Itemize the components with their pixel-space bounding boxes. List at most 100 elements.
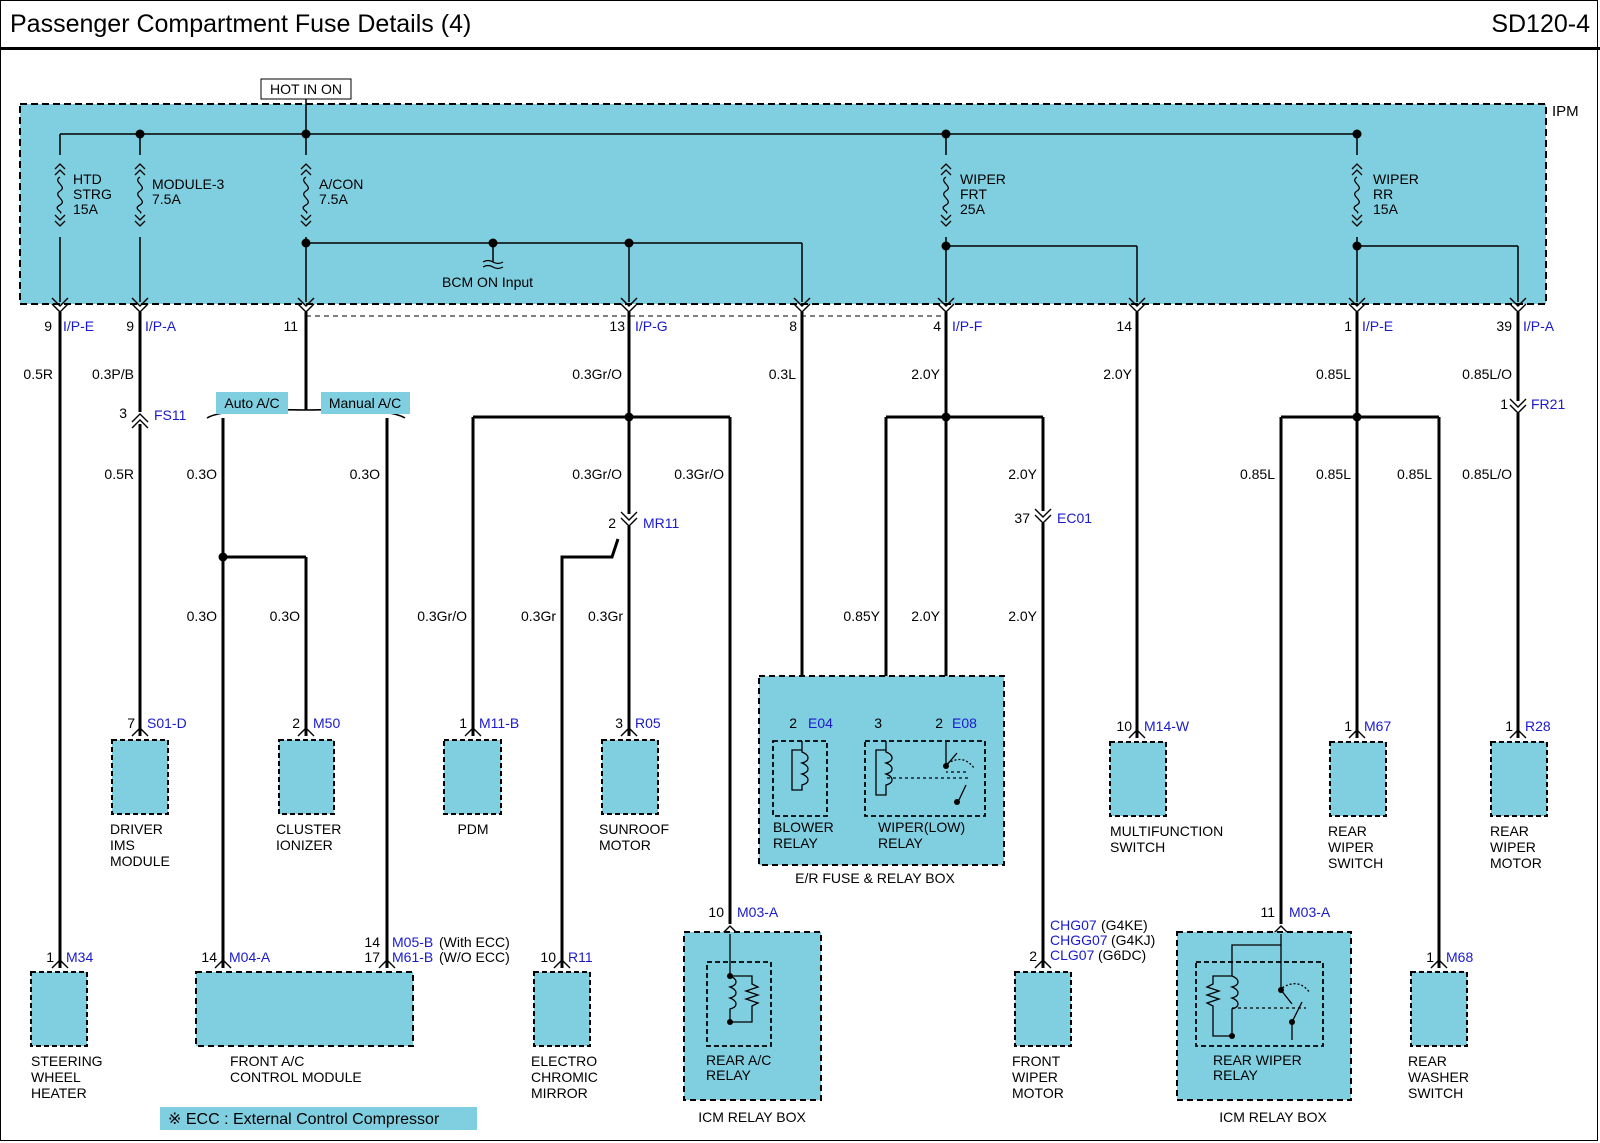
svg-text:REAR: REAR xyxy=(1490,823,1529,839)
hot-in-on-label: HOT IN ON xyxy=(270,81,342,97)
svg-text:0.3Gr/O: 0.3Gr/O xyxy=(674,466,724,482)
svg-text:14: 14 xyxy=(1116,318,1132,334)
svg-text:13: 13 xyxy=(609,318,625,334)
wire-labels: 0.5R 0.3P/B 0.3Gr/O 0.3L 2.0Y 2.0Y 0.85L… xyxy=(23,366,1512,624)
svg-text:2: 2 xyxy=(935,715,943,731)
inline-connector-chevrons xyxy=(131,398,1527,527)
svg-text:BLOWER: BLOWER xyxy=(773,819,834,835)
svg-text:WIPER: WIPER xyxy=(1012,1069,1058,1085)
svg-text:Manual A/C: Manual A/C xyxy=(329,395,401,411)
svg-text:IMS: IMS xyxy=(110,837,135,853)
svg-text:1: 1 xyxy=(1344,718,1352,734)
svg-text:0.3O: 0.3O xyxy=(187,466,217,482)
svg-text:10: 10 xyxy=(708,904,724,920)
wiper-low-relay xyxy=(864,740,986,817)
svg-text:2.0Y: 2.0Y xyxy=(911,608,940,624)
svg-text:M50: M50 xyxy=(313,715,340,731)
svg-text:WIPER: WIPER xyxy=(1373,171,1419,187)
svg-text:0.85L/O: 0.85L/O xyxy=(1462,366,1512,382)
svg-text:IONIZER: IONIZER xyxy=(276,837,333,853)
svg-text:9: 9 xyxy=(44,318,52,334)
page-title: Passenger Compartment Fuse Details (4) xyxy=(10,10,472,38)
svg-text:RELAY: RELAY xyxy=(1213,1067,1259,1083)
option-auto-ac: Auto A/C xyxy=(216,392,288,414)
svg-text:MOTOR: MOTOR xyxy=(1012,1085,1064,1101)
svg-text:(With ECC): (With ECC) xyxy=(439,934,510,950)
svg-text:0.3Gr: 0.3Gr xyxy=(521,608,556,624)
svg-text:M14-W: M14-W xyxy=(1144,718,1190,734)
svg-text:HEATER: HEATER xyxy=(31,1085,87,1101)
svg-text:CHGG07: CHGG07 xyxy=(1050,932,1108,948)
svg-text:M05-B: M05-B xyxy=(392,934,433,950)
svg-text:2: 2 xyxy=(608,515,616,531)
svg-text:MODULE: MODULE xyxy=(110,853,170,869)
svg-text:1: 1 xyxy=(459,715,467,731)
svg-text:※ ECC : External Control Compr: ※ ECC : External Control Compressor xyxy=(168,1111,440,1128)
icm-relay-box-rear-wiper: 11 M03-A REAR WIPER RELAY ICM RELAY BOX xyxy=(1176,904,1352,1125)
svg-text:STRG: STRG xyxy=(73,186,112,202)
bcm-on-input-label: BCM ON Input xyxy=(442,274,533,290)
svg-text:RELAY: RELAY xyxy=(706,1067,752,1083)
sunroof-motor: 3 R05 SUNROOF MOTOR xyxy=(599,715,669,853)
svg-text:MODULE-3: MODULE-3 xyxy=(152,176,225,192)
svg-text:A/CON: A/CON xyxy=(319,176,363,192)
svg-text:RELAY: RELAY xyxy=(773,835,819,851)
svg-text:2.0Y: 2.0Y xyxy=(1008,608,1037,624)
svg-text:M11-B: M11-B xyxy=(479,715,519,731)
svg-text:3: 3 xyxy=(874,715,882,731)
svg-text:1: 1 xyxy=(1505,718,1513,734)
driver-ims-module: 7 S01-D DRIVER IMS MODULE xyxy=(110,715,187,869)
svg-text:M04-A: M04-A xyxy=(229,949,271,965)
svg-text:3: 3 xyxy=(615,715,623,731)
svg-text:0.85L: 0.85L xyxy=(1397,466,1432,482)
svg-text:0.3Gr/O: 0.3Gr/O xyxy=(572,466,622,482)
ipm-junctions xyxy=(135,129,1362,251)
svg-text:1: 1 xyxy=(1426,949,1434,965)
svg-text:CHROMIC: CHROMIC xyxy=(531,1069,598,1085)
svg-text:0.3O: 0.3O xyxy=(270,608,300,624)
svg-text:14: 14 xyxy=(364,934,380,950)
svg-text:CHG07: CHG07 xyxy=(1050,917,1097,933)
svg-text:WIPER: WIPER xyxy=(1490,839,1536,855)
front-wiper-motor: 2 CHG07 (G4KE) CHGG07 (G4KJ) CLG07 (G6DC… xyxy=(1012,917,1155,1101)
svg-text:FRT: FRT xyxy=(960,186,987,202)
cluster-ionizer: 2 M50 CLUSTER IONIZER xyxy=(276,715,341,853)
electro-chromic-mirror: 10 R11 ELECTRO CHROMIC MIRROR xyxy=(531,949,598,1101)
svg-text:I/P-A: I/P-A xyxy=(145,318,177,334)
svg-text:RR: RR xyxy=(1373,186,1393,202)
front-ac-control-module: 14 M04-A 14 M05-B (With ECC) 17 M61-B (W… xyxy=(195,934,510,1085)
svg-text:MR11: MR11 xyxy=(643,515,680,531)
svg-text:2: 2 xyxy=(292,715,300,731)
svg-text:0.3Gr/O: 0.3Gr/O xyxy=(572,366,622,382)
svg-text:M68: M68 xyxy=(1446,949,1473,965)
svg-text:SWITCH: SWITCH xyxy=(1110,839,1165,855)
svg-text:0.5R: 0.5R xyxy=(23,366,53,382)
svg-text:I/P-G: I/P-G xyxy=(635,318,668,334)
svg-text:1: 1 xyxy=(1500,396,1508,412)
svg-text:7.5A: 7.5A xyxy=(319,191,348,207)
svg-text:0.3Gr/O: 0.3Gr/O xyxy=(417,608,467,624)
svg-text:(G6DC): (G6DC) xyxy=(1098,947,1146,963)
svg-text:2: 2 xyxy=(789,715,797,731)
svg-text:0.85L: 0.85L xyxy=(1240,466,1275,482)
svg-text:0.5R: 0.5R xyxy=(104,466,134,482)
svg-text:E04: E04 xyxy=(808,715,833,731)
svg-text:0.85L/O: 0.85L/O xyxy=(1462,466,1512,482)
svg-text:MOTOR: MOTOR xyxy=(599,837,651,853)
rear-ac-relay xyxy=(706,961,772,1047)
svg-text:SWITCH: SWITCH xyxy=(1408,1085,1463,1101)
svg-text:11: 11 xyxy=(1260,904,1275,920)
svg-text:17: 17 xyxy=(364,949,380,965)
svg-text:(W/O ECC): (W/O ECC) xyxy=(439,949,510,965)
svg-text:3: 3 xyxy=(119,405,127,421)
svg-text:WIPER: WIPER xyxy=(1328,839,1374,855)
svg-text:R05: R05 xyxy=(635,715,661,731)
svg-text:1: 1 xyxy=(1344,318,1352,334)
svg-text:I/P-E: I/P-E xyxy=(1362,318,1393,334)
blower-relay xyxy=(772,740,828,817)
svg-text:CLUSTER: CLUSTER xyxy=(276,821,341,837)
svg-text:CLG07: CLG07 xyxy=(1050,947,1095,963)
svg-text:7: 7 xyxy=(127,715,135,731)
bcm-input-symbol xyxy=(482,259,504,270)
